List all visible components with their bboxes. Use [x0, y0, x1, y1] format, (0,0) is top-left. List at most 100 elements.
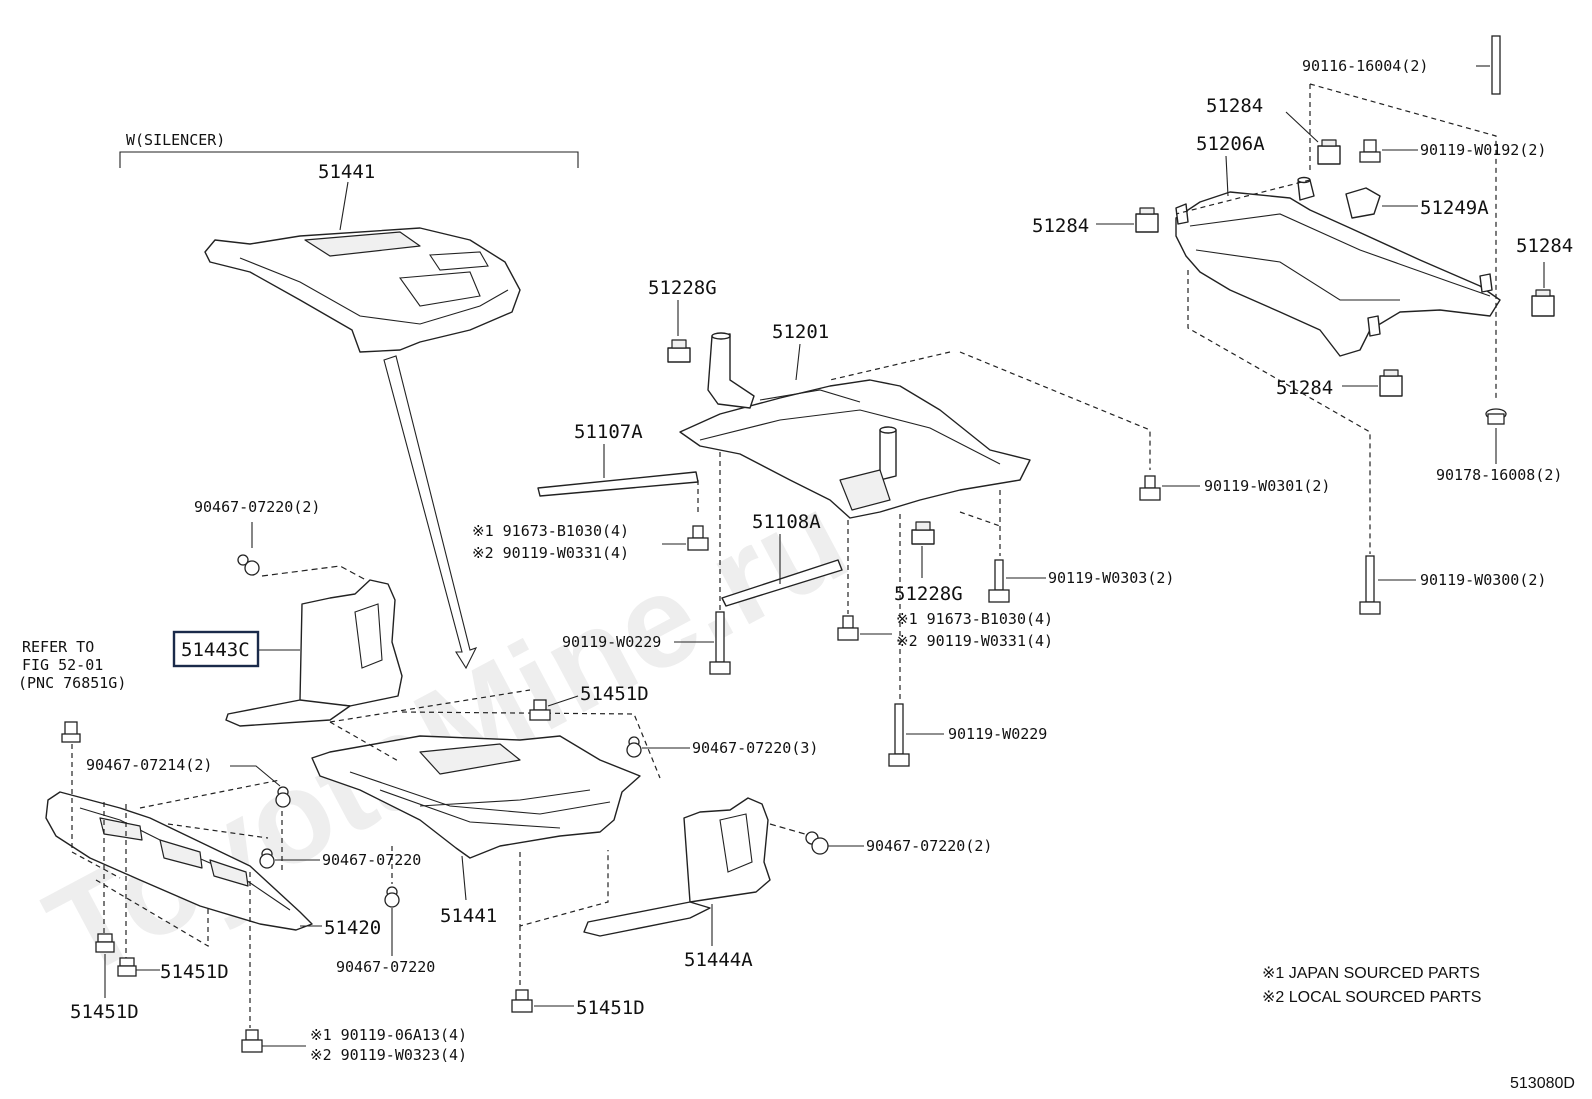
label-51444A: 51444A	[684, 949, 753, 971]
side-cover-51443C[interactable]	[225, 579, 403, 727]
leader-51441-bottom	[461, 855, 467, 901]
bracket-51228G-top[interactable]	[667, 339, 691, 363]
label-91673-B1030-a: ※1 91673-B1030(4)	[472, 522, 629, 540]
note-japan-sourced: ※1 JAPAN SOURCED PARTS	[1262, 965, 1480, 982]
bolt-icon	[1139, 475, 1161, 501]
engine-under-cover-51441-top[interactable]	[204, 227, 521, 353]
label-51420: 51420	[324, 917, 381, 939]
label-91673-B1030-b: ※1 91673-B1030(4)	[896, 610, 1053, 628]
direction-arrow	[383, 355, 478, 670]
refer-line-3: (PNC 76851G)	[18, 674, 126, 692]
label-90116-16004: 90116-16004(2)	[1302, 57, 1428, 75]
label-90119-W0331-a: ※2 90119-W0331(4)	[472, 544, 629, 562]
diagram-code: 513080D	[1510, 1075, 1575, 1092]
front-crossmember-51201[interactable]	[679, 332, 1031, 519]
dashed-ref-line	[829, 351, 951, 381]
dashed-ref-line	[329, 721, 401, 763]
label-51228G-top: 51228G	[648, 277, 717, 299]
rear-crossmember-51206A[interactable]	[1175, 176, 1501, 357]
engine-under-cover-51441-bottom[interactable]	[311, 735, 641, 859]
bushing-51284-top[interactable]	[1317, 139, 1341, 165]
bolt-icon	[511, 989, 533, 1013]
label-51451D-c: 51451D	[580, 683, 649, 705]
label-90119-W0303: 90119-W0303(2)	[1048, 569, 1174, 587]
clip-icon	[259, 848, 275, 869]
bolt-icon	[988, 559, 1010, 603]
leader-90467-07214	[230, 765, 281, 787]
dashed-ref-line	[329, 689, 531, 723]
bolt-icon	[529, 699, 551, 721]
bolt-icon	[837, 615, 859, 641]
dashed-ref-line	[95, 879, 209, 948]
leader-51284-top	[1285, 111, 1319, 143]
clip-icon	[626, 736, 642, 758]
label-90467-07220-a: 90467-07220	[322, 851, 421, 869]
label-90178-16008: 90178-16008(2)	[1436, 466, 1562, 484]
dashed-ref-line	[139, 779, 281, 809]
label-51228G-bottom: 51228G	[894, 583, 963, 605]
clip-icon	[805, 831, 829, 855]
bolt-icon	[95, 933, 115, 953]
label-90119-W0229-a: 90119-W0229	[562, 633, 661, 651]
label-51108A: 51108A	[752, 511, 821, 533]
bolt-icon	[1491, 35, 1501, 95]
leader-51206A	[1225, 155, 1229, 197]
label-90467-07220-b: 90467-07220	[336, 958, 435, 976]
label-90467-07220-2a: 90467-07220(2)	[194, 498, 320, 516]
dashed-ref-line	[1187, 270, 1371, 554]
label-51451D-a: 51451D	[70, 1001, 139, 1023]
bracket-51249A[interactable]	[1345, 187, 1381, 219]
leader-51451D-c	[547, 695, 579, 707]
bolt-icon	[687, 525, 709, 551]
dashed-ref-line	[167, 823, 269, 839]
clip-icon	[384, 886, 400, 908]
label-51284-right: 51284	[1516, 235, 1573, 257]
side-cover-51444A[interactable]	[583, 797, 771, 937]
clip-icon	[237, 554, 260, 576]
label-51206A: 51206A	[1196, 133, 1265, 155]
bolt-icon	[241, 1029, 263, 1053]
refer-line-1: REFER TO	[22, 638, 94, 656]
label-51441-top: 51441	[318, 161, 375, 183]
dashed-ref-line	[769, 823, 813, 837]
label-90467-07220-3: 90467-07220(3)	[692, 739, 818, 757]
label-51284-bottom: 51284	[1276, 377, 1333, 399]
dashed-ref-line	[959, 511, 1001, 527]
label-90467-07214: 90467-07214(2)	[86, 756, 212, 774]
label-51443C[interactable]: 51443C	[181, 639, 250, 661]
label-90119-W0323: ※2 90119-W0323(4)	[310, 1046, 467, 1064]
dashed-ref-line	[261, 565, 367, 581]
label-90119-W0192: 90119-W0192(2)	[1420, 141, 1546, 159]
bolt-icon	[117, 957, 137, 977]
bracket-51228G-bottom[interactable]	[911, 521, 935, 545]
bushing-51284-bottom[interactable]	[1379, 369, 1403, 397]
label-90119-06A13: ※1 90119-06A13(4)	[310, 1026, 467, 1044]
label-51451D-b: 51451D	[160, 961, 229, 983]
note-local-sourced: ※2 LOCAL SOURCED PARTS	[1262, 989, 1481, 1006]
label-51441-bottom: 51441	[440, 905, 497, 927]
dashed-ref-line	[1309, 83, 1497, 400]
label-51107A: 51107A	[574, 421, 643, 443]
leader-51201	[795, 343, 801, 381]
clip-icon	[275, 786, 291, 808]
leader-51441-top	[339, 181, 349, 231]
silencer-group-label: W(SILENCER)	[126, 131, 225, 149]
label-90119-W0300: 90119-W0300(2)	[1420, 571, 1546, 589]
clip-icon	[61, 721, 81, 743]
label-51249A: 51249A	[1420, 197, 1489, 219]
bushing-51284-right[interactable]	[1531, 289, 1555, 317]
bushing-51284-left[interactable]	[1135, 207, 1159, 233]
label-51451D-d: 51451D	[576, 997, 645, 1019]
brace-51107A[interactable]	[537, 471, 699, 497]
label-90119-W0229-b: 90119-W0229	[948, 725, 1047, 743]
label-90119-W0331-b: ※2 90119-W0331(4)	[896, 632, 1053, 650]
brace-51108A[interactable]	[721, 559, 843, 607]
bushing-icon	[1485, 408, 1507, 425]
label-51284-left: 51284	[1032, 215, 1089, 237]
front-cover-51420[interactable]	[45, 791, 313, 931]
label-51284-top: 51284	[1206, 95, 1263, 117]
label-51201: 51201	[772, 321, 829, 343]
silencer-group-bracket	[119, 151, 579, 168]
highlight-box-51443C	[172, 630, 260, 668]
